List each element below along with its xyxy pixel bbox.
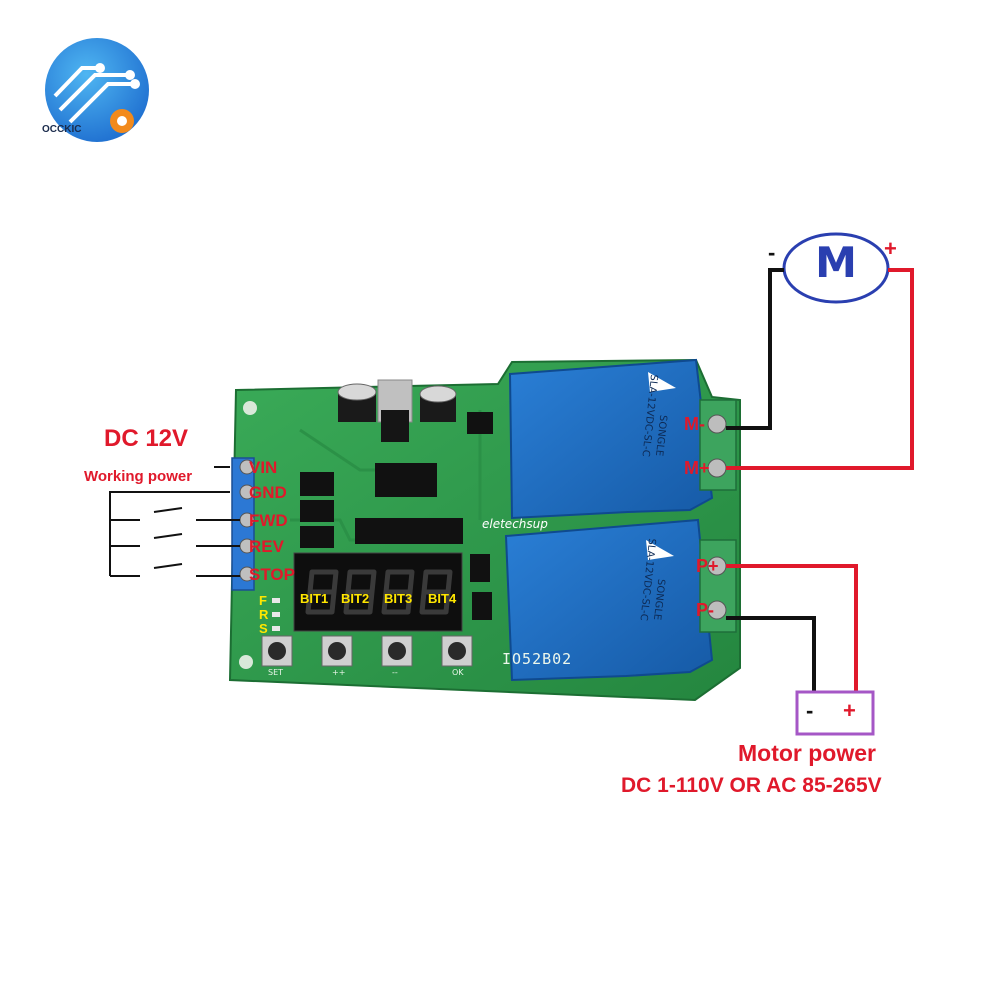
- brand-logo-icon: [45, 38, 149, 142]
- logo-text: OCCKIC: [42, 124, 82, 135]
- seven-segment-display: [293, 552, 463, 632]
- terminal-label-gnd: GND: [249, 483, 287, 502]
- ic-chip-icon: [300, 412, 493, 620]
- board-brand-label: eletechsup: [482, 517, 548, 531]
- motor-wiring: [726, 268, 914, 470]
- indicator-led-icon: [272, 598, 280, 631]
- button-label-plus: ++: [332, 668, 346, 677]
- terminal-block-left: [231, 457, 255, 591]
- button-label-ok: OK: [452, 668, 464, 677]
- button-label-minus: --: [392, 668, 398, 677]
- supply-minus-sign: -: [806, 698, 814, 723]
- terminal-label-rev: REV: [249, 537, 284, 556]
- input-switch-wiring: [109, 466, 240, 577]
- button-label-set: SET: [268, 668, 284, 677]
- motor-power-spec: DC 1-110V OR AC 85-265V: [621, 774, 882, 797]
- motor-letter: M: [815, 238, 857, 287]
- motor-plus-sign: +: [884, 236, 897, 261]
- motor-power-title: Motor power: [738, 740, 876, 766]
- supply-wiring: [726, 564, 858, 692]
- digit-label-bit1: BIT1: [300, 591, 329, 606]
- voltage-regulator-icon: [377, 379, 413, 442]
- terminal-label-p-plus: P+: [696, 556, 719, 576]
- relay-icon: [504, 358, 714, 682]
- gear-icon: [110, 109, 134, 133]
- indicator-label-f: F: [259, 593, 267, 608]
- supply-plus-sign: +: [843, 698, 856, 723]
- indicator-label-s: S: [259, 621, 268, 636]
- push-button-icon: [261, 635, 473, 667]
- indicator-label-r: R: [259, 607, 269, 622]
- terminal-label-p-minus: P-: [696, 600, 714, 620]
- working-power-label: Working power: [84, 468, 193, 485]
- supply-terminal-box: [795, 690, 875, 736]
- motor-minus-sign: -: [768, 240, 776, 265]
- board-model-label: IO52B02: [502, 650, 573, 668]
- digit-label-bit4: BIT4: [428, 591, 457, 606]
- supply-voltage-label: DC 12V: [104, 425, 189, 452]
- terminal-label-fwd: FWD: [249, 511, 288, 530]
- digit-label-bit3: BIT3: [384, 591, 413, 606]
- terminal-label-m-plus: M+: [684, 458, 710, 478]
- capacitor-icon: [337, 383, 457, 422]
- terminal-label-stop: STOP: [249, 565, 295, 584]
- digit-label-bit2: BIT2: [341, 591, 370, 606]
- terminal-label-vin: VIN: [249, 458, 278, 477]
- terminal-label-m-minus: M-: [684, 414, 705, 434]
